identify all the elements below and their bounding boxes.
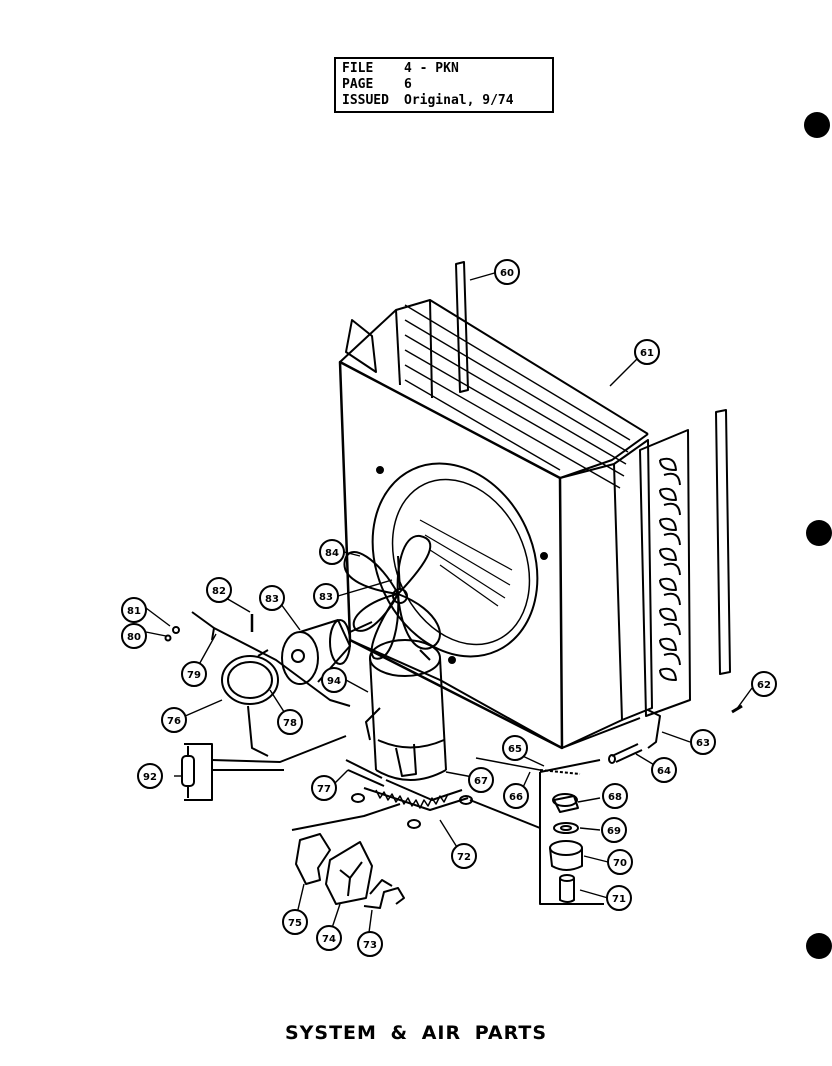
parts-73-75: [291, 803, 405, 909]
callout-84: 83: [259, 585, 285, 611]
callout-72: 72: [451, 843, 477, 869]
callout-label: 62: [757, 680, 771, 691]
callout-66: 66: [503, 783, 529, 809]
page-row: PAGE 6: [342, 77, 546, 93]
issued-key: ISSUED: [342, 93, 389, 108]
gasket-strip-60: [455, 261, 469, 393]
callout-67: 67: [468, 767, 494, 793]
callout-label: 76: [167, 716, 181, 727]
callout-78: 78: [277, 709, 303, 735]
callout-76: 76: [161, 707, 187, 733]
callout-label: 82: [212, 586, 226, 597]
callout-label: 72: [457, 852, 471, 863]
callout-label: 60: [500, 268, 514, 279]
callout-92: 84: [319, 539, 345, 565]
file-info-box: FILE 4 - PKN PAGE 6 ISSUED Original, 9/7…: [334, 57, 554, 113]
callout-label: 64: [657, 766, 671, 777]
callout-label: 80: [127, 632, 141, 643]
page-title: SYSTEM & AIR PARTS: [284, 1022, 548, 1044]
callout-label: 83: [319, 592, 333, 603]
callout-label: 73: [363, 940, 377, 951]
callout-73: 73: [357, 931, 383, 957]
overload-94: [181, 735, 347, 801]
callout-65: 65: [502, 735, 528, 761]
punch-hole: [806, 933, 832, 959]
callout-70: 70: [607, 849, 633, 875]
callout-81: 81: [121, 597, 147, 623]
callout-68: 68: [602, 783, 628, 809]
callout-leaders: [145, 271, 753, 941]
callout-label: 71: [612, 894, 626, 905]
coil-return-bends: [639, 429, 691, 717]
fan-motor: [281, 619, 373, 685]
callout-60: 60: [494, 259, 520, 285]
callout-83: 83: [313, 583, 339, 609]
page-key: PAGE: [342, 77, 374, 92]
callout-label: 75: [288, 918, 302, 929]
washer-81: [164, 634, 172, 642]
callout-74: 74: [316, 925, 342, 951]
issued-value: Original, 9/74: [404, 93, 514, 108]
tube-77b: [347, 769, 385, 787]
callout-61: 61: [634, 339, 660, 365]
callout-label: 81: [127, 606, 141, 617]
callout-64: 64: [651, 757, 677, 783]
callout-label: 65: [508, 744, 522, 755]
condenser-housing: [338, 299, 653, 750]
page-value: 6: [404, 77, 412, 92]
callout-label: 66: [509, 792, 523, 803]
callout-label: 63: [696, 738, 710, 749]
callout-label: 61: [640, 348, 654, 359]
tube-65: [475, 757, 541, 771]
callout-label: 78: [283, 718, 297, 729]
callout-label: 84: [325, 548, 339, 559]
callout-label: 68: [608, 792, 622, 803]
file-value: 4 - PKN: [404, 61, 459, 76]
punch-hole: [804, 112, 830, 138]
callout-75: 75: [282, 909, 308, 935]
callout-71: 71: [606, 885, 632, 911]
mounting-hardware: [469, 759, 604, 905]
file-row: FILE 4 - PKN: [342, 61, 546, 77]
callout-69: 69: [601, 817, 627, 843]
callout-label: 70: [613, 858, 627, 869]
tube-77: [345, 759, 383, 779]
callout-label: 67: [474, 776, 488, 787]
fan-grille-hatching: [419, 519, 513, 607]
drier-64: [608, 743, 643, 764]
callout-63: 63: [690, 729, 716, 755]
issued-row: ISSUED Original, 9/74: [342, 93, 546, 109]
tube-63: [647, 709, 661, 749]
punch-hole: [806, 520, 832, 546]
callout-label: 83: [265, 594, 279, 605]
callout-62: 62: [751, 671, 777, 697]
callout-86: 94: [321, 667, 347, 693]
callout-label: 94: [327, 676, 341, 687]
callout-82: 82: [206, 577, 232, 603]
callout-80: 80: [121, 623, 147, 649]
callout-label: 77: [317, 784, 331, 795]
gasket-strip-right: [715, 409, 731, 675]
motor-mount: [191, 611, 351, 757]
callouts: 60 61 62 63 64 65: [121, 259, 777, 957]
callout-94: 92: [137, 763, 163, 789]
callout-label: 69: [607, 826, 621, 837]
callout-label: 92: [143, 772, 157, 783]
callout-label: 79: [187, 670, 201, 681]
callout-label: 74: [322, 934, 336, 945]
washer-82: [172, 626, 180, 634]
condenser-fins: [404, 304, 631, 489]
callout-77: 77: [311, 775, 337, 801]
file-key: FILE: [342, 61, 374, 76]
callout-79: 79: [181, 661, 207, 687]
compressor-base-serration: [375, 789, 449, 809]
